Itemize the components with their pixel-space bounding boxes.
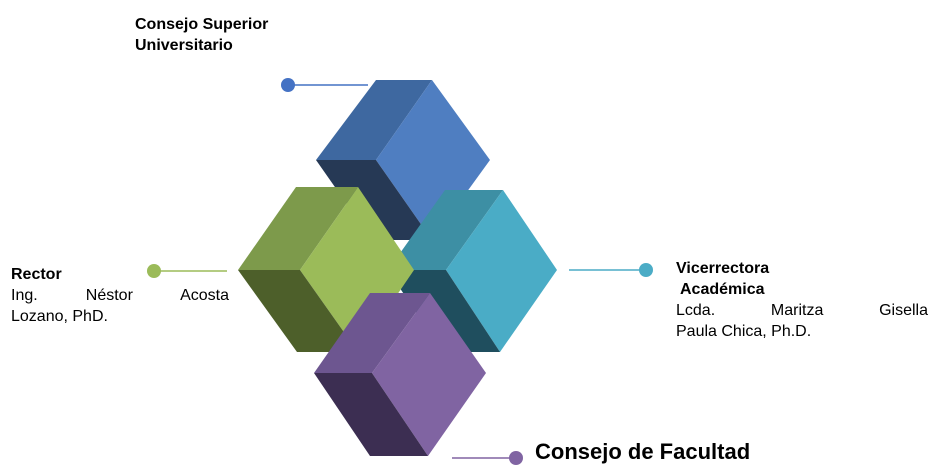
label-rector: Rector Ing. Néstor Acosta Lozano, PhD. [11,264,229,327]
consejo-facultad-title: Consejo de Facultad [535,439,751,464]
consejo-superior-title: Consejo Superior Universitario [135,16,269,54]
vicerrectora-title: Vicerrectora [676,260,770,277]
label-consejo-superior: Consejo Superior Universitario [135,14,335,56]
vicerrectora-title2: Académica [680,281,765,298]
connector-consejo-facultad [452,451,523,465]
rector-name-line1: Ing. Néstor Acosta [11,287,229,304]
label-vicerrectora: Vicerrectora Académica Lcda. Maritza Gis… [676,258,928,342]
connector-dot-blue [281,78,295,92]
rector-name-line2: Lozano, PhD. [11,308,108,325]
connector-dot-green [147,264,161,278]
vicerrectora-name-line2: Paula Chica, Ph.D. [676,323,812,340]
blue-cube-icon [316,80,490,240]
connector-vicerrectora [569,263,653,277]
connector-dot-teal [639,263,653,277]
label-consejo-facultad: Consejo de Facultad [535,438,750,466]
vicerrectora-name-line1: Lcda. Maritza Gisella [676,302,928,319]
connector-rector [147,264,227,278]
teal-cube-icon [388,190,557,352]
connector-consejo-superior [281,78,368,92]
rector-title: Rector [11,266,62,283]
purple-cube-icon [314,293,486,456]
connector-dot-purple [509,451,523,465]
